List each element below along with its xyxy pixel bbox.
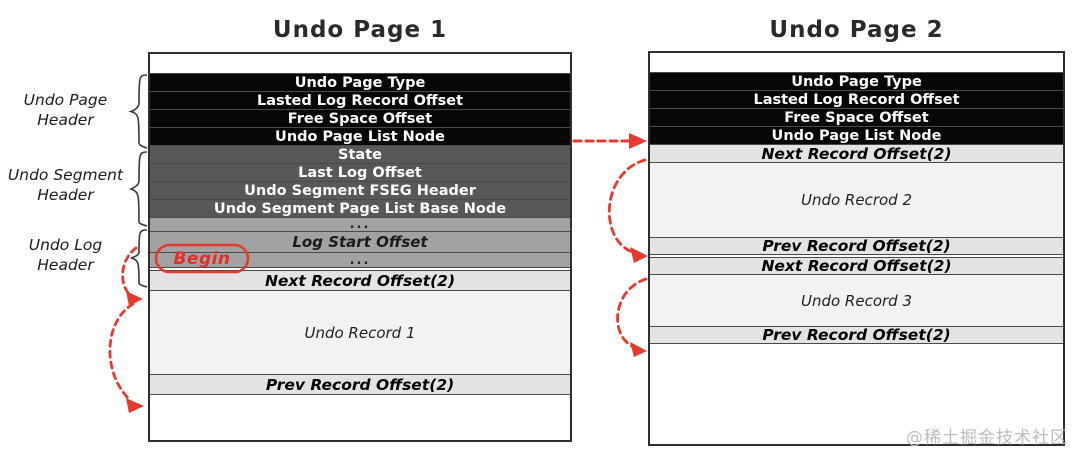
section-gap [650,254,1063,257]
row-undo-segment-page-list-base-node: Undo Segment Page List Base Node [150,199,570,217]
row-next-record-offset-1: Next Record Offset(2) [150,270,570,290]
row-log-start-offset: Log Start Offset [150,231,570,252]
row-ellipsis-top: ... [150,217,570,231]
page2-top-blank [650,53,1063,72]
undo-page-2: Undo Page Type Lasted Log Record Offset … [648,51,1065,446]
page2-bottom-blank [650,343,1063,444]
row-undo-record-2: Undo Recrod 2 [650,162,1063,237]
row-free-space-offset: Free Space Offset [150,109,570,127]
row-prev-record-offset-1: Prev Record Offset(2) [150,374,570,394]
section-gap [150,267,570,270]
page1-title: Undo Page 1 [272,17,448,43]
row-ellipsis-bottom: ... [150,252,570,267]
arrow-page-list-link [572,133,647,149]
row-next-record-offset-3: Next Record Offset(2) [650,257,1063,274]
row-undo-record-1: Undo Record 1 [150,290,570,374]
row-undo-page-type: Undo Page Type [150,73,570,91]
row-lasted-log-record-offset: Lasted Log Record Offset [650,90,1063,108]
brace-undo-page-header [128,74,148,149]
row-lasted-log-record-offset: Lasted Log Record Offset [150,91,570,109]
arrow-record2-next-prev [607,158,648,263]
watermark: @稀土掘金技术社区 [906,428,1068,448]
page1-top-blank [150,54,570,73]
begin-annotation: Begin [173,249,231,269]
row-prev-record-offset-3: Prev Record Offset(2) [650,326,1063,343]
row-last-log-offset: Last Log Offset [150,163,570,181]
page1-bottom-blank [150,394,570,440]
label-undo-segment-header: Undo Segment Header [7,166,124,205]
row-prev-record-offset-2: Prev Record Offset(2) [650,237,1063,254]
row-undo-segment-fseg-header: Undo Segment FSEG Header [150,181,570,199]
row-undo-page-type: Undo Page Type [650,72,1063,90]
row-free-space-offset: Free Space Offset [650,108,1063,126]
row-undo-page-list-node: Undo Page List Node [650,126,1063,144]
row-next-record-offset-2: Next Record Offset(2) [650,144,1063,162]
brace-undo-segment-header [128,151,148,227]
page2-title: Undo Page 2 [769,17,944,43]
undo-page-1: Undo Page Type Lasted Log Record Offset … [148,52,572,442]
label-undo-page-header: Undo Page Header [23,91,108,130]
arrow-record1-next-prev [108,302,144,413]
label-undo-log-header: Undo Log Header [28,236,103,275]
row-state: State [150,145,570,163]
arrow-record3-next-prev [616,277,648,357]
row-undo-page-list-node: Undo Page List Node [150,127,570,145]
row-undo-record-3: Undo Record 3 [650,274,1063,326]
brace-undo-log-header [130,229,148,288]
